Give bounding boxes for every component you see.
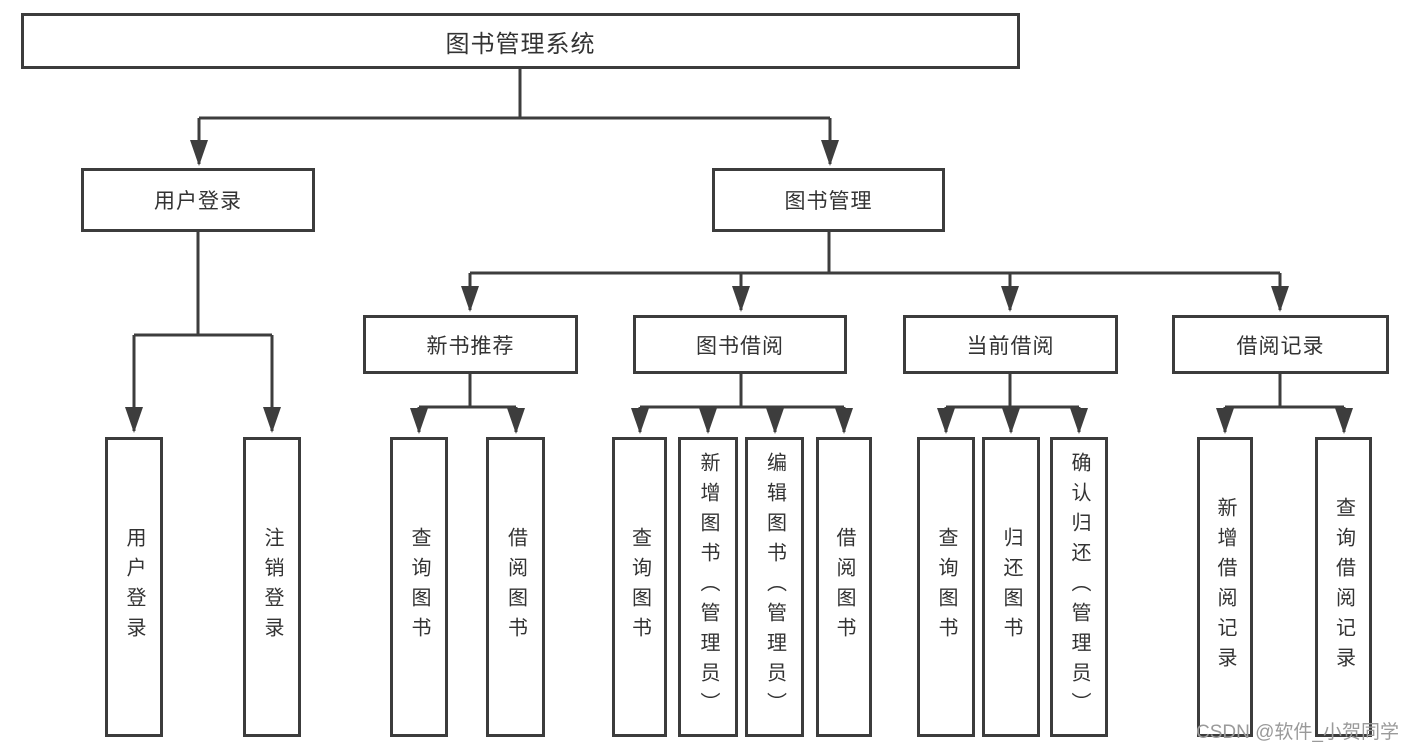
- leaf-borrow-query-books: 查询图书: [612, 437, 667, 737]
- leaf-add-borrow-record: 新增借阅记录: [1197, 437, 1253, 737]
- leaf-query-borrow-record-label: 查询借阅记录: [1332, 497, 1355, 677]
- leaf-logout: 注销登录: [243, 437, 301, 737]
- leaf-add-book-admin: 新增图书（管理员）: [678, 437, 738, 737]
- leaf-recommend-query-books-label: 查询图书: [408, 527, 430, 647]
- leaf-borrow-books-label: 借阅图书: [833, 527, 855, 647]
- leaf-edit-book-admin: 编辑图书（管理员）: [745, 437, 804, 737]
- leaf-query-borrow-record: 查询借阅记录: [1315, 437, 1372, 737]
- node-book-borrow: 图书借阅: [633, 315, 847, 374]
- leaf-borrow-query-books-label: 查询图书: [628, 527, 651, 647]
- leaf-current-query-books: 查询图书: [917, 437, 975, 737]
- leaf-recommend-borrow-books: 借阅图书: [486, 437, 545, 737]
- leaf-add-book-admin-label: 新增图书（管理员）: [697, 452, 719, 722]
- leaf-user-login-label: 用户登录: [123, 527, 145, 647]
- node-library-management-system: 图书管理系统: [21, 13, 1020, 69]
- node-user-login: 用户登录: [81, 168, 315, 232]
- leaf-add-borrow-record-label: 新增借阅记录: [1214, 497, 1236, 677]
- node-new-book-recommend: 新书推荐: [363, 315, 578, 374]
- csdn-watermark: CSDN @软件_小贺同学: [1196, 722, 1399, 743]
- leaf-recommend-borrow-books-label: 借阅图书: [504, 527, 527, 647]
- leaf-return-book-label: 归还图书: [1000, 527, 1022, 647]
- leaf-confirm-return-admin: 确认归还（管理员）: [1050, 437, 1108, 737]
- leaf-confirm-return-admin-label: 确认归还（管理员）: [1068, 452, 1090, 722]
- leaf-user-login: 用户登录: [105, 437, 163, 737]
- leaf-current-query-books-label: 查询图书: [935, 527, 957, 647]
- leaf-edit-book-admin-label: 编辑图书（管理员）: [763, 452, 786, 722]
- node-book-management: 图书管理: [712, 168, 945, 232]
- leaf-recommend-query-books: 查询图书: [390, 437, 448, 737]
- node-borrow-records: 借阅记录: [1172, 315, 1389, 374]
- leaf-return-book: 归还图书: [982, 437, 1040, 737]
- leaf-logout-label: 注销登录: [261, 527, 283, 647]
- leaf-borrow-books: 借阅图书: [816, 437, 872, 737]
- node-current-borrow: 当前借阅: [903, 315, 1118, 374]
